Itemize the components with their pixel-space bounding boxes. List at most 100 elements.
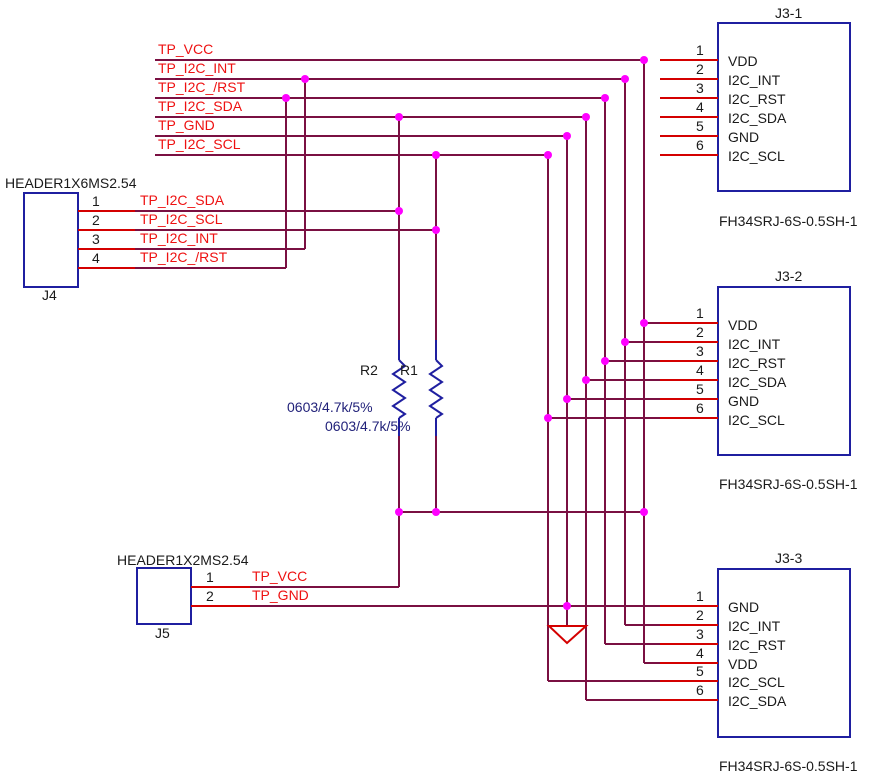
bus-wires — [155, 59, 644, 156]
net-label-rst: TP_I2C_/RST — [158, 79, 246, 95]
j3-2-pin2-name: I2C_INT — [728, 336, 781, 352]
r2-zigzag — [391, 359, 407, 419]
junction-dot — [582, 113, 590, 121]
j3-3-pin6-name: I2C_SDA — [728, 693, 787, 709]
j3-3-pin1-num: 1 — [696, 588, 704, 604]
j3-1-ref: J3-1 — [775, 5, 802, 21]
junction-dot — [621, 338, 629, 346]
j3-1-pin1-num: 1 — [696, 42, 704, 58]
junction-dot — [432, 226, 440, 234]
junction-dot — [563, 395, 571, 403]
j3-3-pin2-name: I2C_INT — [728, 618, 781, 634]
j5-pin1-num: 1 — [206, 569, 214, 585]
j5-pin2-net: TP_GND — [252, 587, 309, 603]
ground-symbol — [546, 625, 589, 645]
connector-j3-2: J3-2 FH34SRJ-6S-0.5SH-1 1 2 3 4 5 6 VDD … — [660, 268, 858, 492]
j4-pin4-net: TP_I2C_/RST — [140, 249, 228, 265]
net-label-vcc: TP_VCC — [158, 41, 213, 57]
j5-ref: J5 — [155, 625, 170, 641]
j3-1-pin6-name: I2C_SCL — [728, 148, 785, 164]
resistor-r1: R1 0603/4.7k/5% — [325, 340, 444, 436]
r1-ref: R1 — [400, 362, 418, 378]
net-label-int: TP_I2C_INT — [158, 60, 236, 76]
junction-dot — [582, 376, 590, 384]
j3-2-pin1-num: 1 — [696, 305, 704, 321]
ground-triangle — [546, 625, 589, 645]
connector-j3-3: J3-3 FH34SRJ-6S-0.5SH-1 1 2 3 4 5 6 GND … — [660, 550, 858, 774]
j3-2-pin5-num: 5 — [696, 381, 704, 397]
j3-2-pin2-num: 2 — [696, 324, 704, 340]
junction-dot — [621, 75, 629, 83]
net-label-gnd: TP_GND — [158, 117, 215, 133]
junction-dot — [563, 602, 571, 610]
j4-pin3-net: TP_I2C_INT — [140, 230, 218, 246]
j4-pin2-net: TP_I2C_SCL — [140, 211, 223, 227]
j3-2-body — [717, 286, 851, 456]
junction-dot — [282, 94, 290, 102]
j4-ref: J4 — [42, 287, 57, 303]
header-j5: HEADER1X2MS2.54 J5 1 2 TP_VCC TP_GND — [117, 552, 309, 641]
j4-pin1-num: 1 — [92, 193, 100, 209]
junction-dot — [544, 414, 552, 422]
j4-body — [23, 192, 79, 288]
j3-3-pin4-name: VDD — [728, 656, 758, 672]
j5-pin1-net: TP_VCC — [252, 568, 307, 584]
j3-3-pin1-name: GND — [728, 599, 759, 615]
j3-1-pin5-num: 5 — [696, 118, 704, 134]
j3-3-pin5-name: I2C_SCL — [728, 674, 785, 690]
j3-1-part: FH34SRJ-6S-0.5SH-1 — [719, 213, 858, 229]
j3-1-pin5-name: GND — [728, 129, 759, 145]
j3-3-pin2-num: 2 — [696, 607, 704, 623]
connector-j3-1: J3-1 FH34SRJ-6S-0.5SH-1 1 2 3 4 5 6 VDD … — [660, 5, 858, 229]
j3-1-pin4-num: 4 — [696, 99, 704, 115]
j3-1-pin3-name: I2C_RST — [728, 91, 786, 107]
j3-1-pin1-name: VDD — [728, 53, 758, 69]
junction-dot — [544, 151, 552, 159]
j3-2-pin3-num: 3 — [696, 343, 704, 359]
j3-2-pin6-num: 6 — [696, 400, 704, 416]
j4-pin4-num: 4 — [92, 250, 100, 266]
r1-value: 0603/4.7k/5% — [325, 418, 411, 434]
j3-3-pin3-num: 3 — [696, 626, 704, 642]
j3-3-part: FH34SRJ-6S-0.5SH-1 — [719, 758, 858, 774]
j3-3-pin3-name: I2C_RST — [728, 637, 786, 653]
j3-3-ref: J3-3 — [775, 550, 802, 566]
r2-ref: R2 — [360, 362, 378, 378]
j5-pin2-num: 2 — [206, 588, 214, 604]
j5-body — [136, 567, 192, 625]
junction-dot — [601, 357, 609, 365]
j3-2-pin4-num: 4 — [696, 362, 704, 378]
junction-dot — [432, 508, 440, 516]
resistor-r2: R2 0603/4.7k/5% — [287, 340, 407, 436]
j3-1-body — [717, 22, 851, 192]
j3-3-pins: 1 2 3 4 5 6 GND I2C_INT I2C_RST VDD I2C_… — [660, 588, 787, 709]
j3-2-part: FH34SRJ-6S-0.5SH-1 — [719, 476, 858, 492]
bus-net-labels: TP_VCC TP_I2C_INT TP_I2C_/RST TP_I2C_SDA… — [158, 41, 246, 152]
junction-dot — [301, 75, 309, 83]
j3-3-pin4-num: 4 — [696, 645, 704, 661]
j4-part: HEADER1X6MS2.54 — [5, 175, 137, 191]
j3-1-pin3-num: 3 — [696, 80, 704, 96]
net-label-sda: TP_I2C_SDA — [158, 98, 243, 114]
j3-1-pin2-name: I2C_INT — [728, 72, 781, 88]
j3-1-pin2-num: 2 — [696, 61, 704, 77]
j4-pin1-net: TP_I2C_SDA — [140, 192, 225, 208]
j3-2-ref: J3-2 — [775, 268, 802, 284]
j3-2-wires — [548, 322, 660, 419]
j3-2-pins: 1 2 3 4 5 6 VDD I2C_INT I2C_RST I2C_SDA … — [660, 305, 787, 428]
j3-1-pin4-name: I2C_SDA — [728, 110, 787, 126]
junction-dot — [601, 94, 609, 102]
r2-value: 0603/4.7k/5% — [287, 399, 373, 415]
junction-dots — [282, 56, 648, 610]
j3-2-pin6-name: I2C_SCL — [728, 412, 785, 428]
junction-dot — [395, 207, 403, 215]
j3-3-body — [717, 568, 851, 738]
junction-dot — [640, 508, 648, 516]
j3-1-pins: 1 2 3 4 5 6 VDD I2C_INT I2C_RST I2C_SDA … — [660, 42, 787, 164]
junction-dot — [395, 113, 403, 121]
net-label-scl: TP_I2C_SCL — [158, 136, 241, 152]
junction-dot — [640, 56, 648, 64]
j3-2-pin3-name: I2C_RST — [728, 355, 786, 371]
junction-dot — [563, 132, 571, 140]
